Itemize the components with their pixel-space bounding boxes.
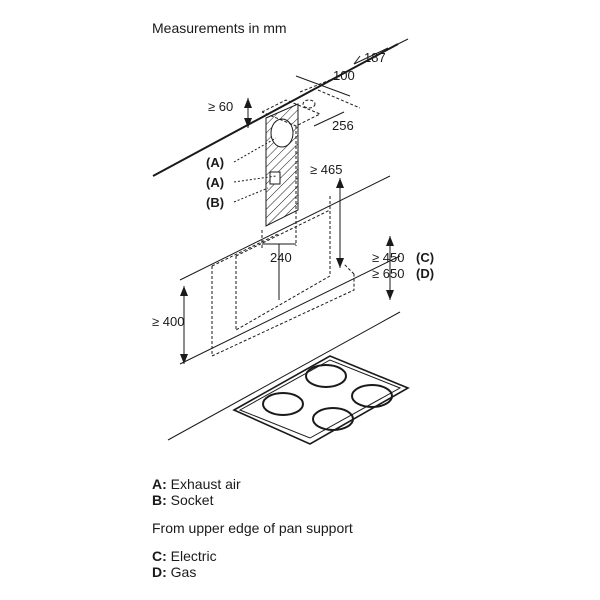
callout-a1: (A) [206,155,224,170]
dim-100: 100 [333,68,355,83]
dim-187: 187 [364,50,386,65]
hood-canopy [211,233,355,357]
page-title: Measurements in mm [152,20,287,36]
legend-a: A: Exhaust air [152,476,241,492]
ceiling-zone [261,75,361,230]
dim-450: ≥ 450 [372,250,404,265]
dim-400: ≥ 400 [152,314,184,329]
cooktop [232,355,410,445]
chimney-lower [235,196,331,331]
legend-c-key: C: [152,548,167,564]
legend-d: D: Gas [152,564,196,580]
legend-a-key: A: [152,476,167,492]
callout-a2: (A) [206,175,224,190]
dim-650-ref: (D) [416,266,434,281]
wall-lines [167,175,401,441]
legend-note: From upper edge of pan support [152,520,353,536]
callout-b: (B) [206,195,224,210]
chimney-upper [265,103,299,227]
legend-c-text: Electric [170,548,217,564]
dimension-arrows [180,98,394,364]
ceiling [152,38,409,177]
legend-b-key: B: [152,492,167,508]
legend-c: C: Electric [152,548,217,564]
dim-450-ref: (C) [416,250,434,265]
legend-b-text: Socket [170,492,214,508]
dim-60: ≥ 60 [208,99,233,114]
dim-465: ≥ 465 [310,162,342,177]
dim-650: ≥ 650 [372,266,404,281]
legend-d-key: D: [152,564,167,580]
dim-256: 256 [332,118,354,133]
dim-240: 240 [270,250,292,265]
legend-a-text: Exhaust air [170,476,241,492]
legend-d-text: Gas [170,564,197,580]
dimension-lines [183,47,391,364]
legend-b: B: Socket [152,492,213,508]
